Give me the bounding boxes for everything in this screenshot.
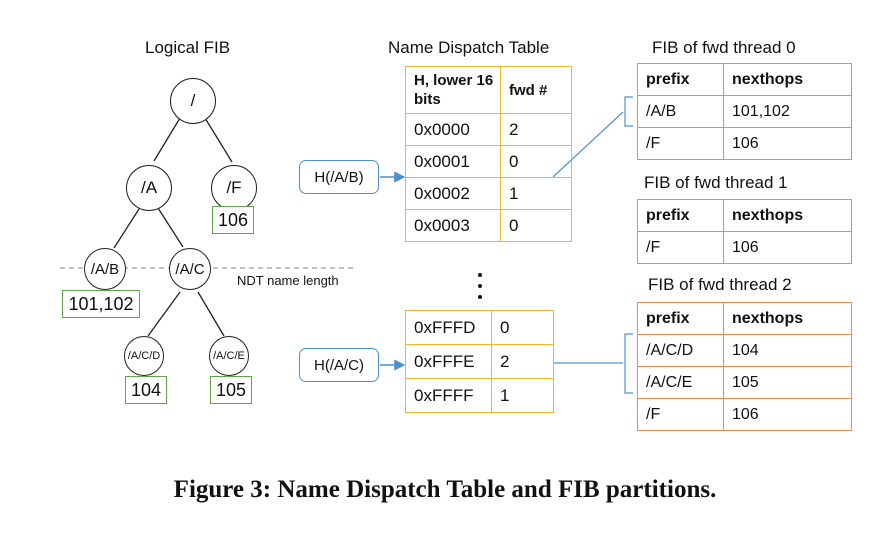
ndt-row: 0xFFFF 1	[405, 378, 554, 413]
node-a: /A	[126, 165, 172, 211]
fib-header-prefix: prefix	[637, 302, 724, 335]
hash-box-ac: H(/A/C)	[299, 348, 379, 382]
fib-prefix-cell: /F	[637, 127, 724, 160]
fib-nexthops-cell: 104	[723, 334, 852, 367]
ndt-table-top: H, lower 16 bits fwd # 0x0000 2 0x0001 0…	[405, 66, 572, 242]
fib2-bracket	[624, 333, 633, 394]
fib-row: /A/C/E 105	[637, 366, 852, 399]
ndt-hash-cell: 0xFFFD	[405, 310, 492, 345]
fib-row: /F 106	[637, 231, 852, 264]
ndt-hash-cell: 0x0002	[405, 177, 501, 210]
ndt-title: Name Dispatch Table	[388, 38, 550, 57]
fib-prefix-cell: /A/B	[637, 95, 724, 128]
node-ac: /A/C	[169, 248, 211, 290]
logical-fib-title: Logical FIB	[145, 38, 231, 57]
ndt-fwd-cell: 0	[500, 209, 572, 242]
fib1-table: prefix nexthops /F 106	[637, 199, 852, 264]
ndt-header-fwd: fwd #	[500, 66, 572, 114]
tree-edges	[113, 117, 233, 337]
fib-nexthops-cell: 106	[723, 398, 852, 431]
fib1-title: FIB of fwd thread 1	[644, 173, 788, 192]
nexthop-box-acd: 104	[125, 376, 167, 404]
fib0-table: prefix nexthops /A/B 101,102 /F 106	[637, 63, 852, 160]
ndt-fwd-cell: 0	[491, 310, 554, 345]
fib2-title: FIB of fwd thread 2	[648, 275, 792, 294]
ndt-hash-cell: 0x0003	[405, 209, 501, 242]
nexthop-box-ab: 101,102	[62, 290, 140, 318]
ndt-name-length-label: NDT name length	[237, 273, 339, 288]
ndt-hash-cell: 0xFFFE	[405, 344, 492, 379]
ndt-header-row: H, lower 16 bits fwd #	[405, 66, 572, 114]
ndt-header-hash: H, lower 16 bits	[405, 66, 501, 114]
ndt-fwd-cell: 0	[500, 145, 572, 178]
fib-nexthops-cell: 101,102	[723, 95, 852, 128]
fib-nexthops-cell: 106	[723, 127, 852, 160]
ndt-hash-cell: 0xFFFF	[405, 378, 492, 413]
ndt-fwd-cell: 1	[500, 177, 572, 210]
fib-header-nexthops: nexthops	[723, 63, 852, 96]
nexthop-box-f: 106	[212, 206, 254, 234]
ndt-row: 0x0002 1	[405, 177, 572, 210]
fib-row: /A/B 101,102	[637, 95, 852, 128]
fib-nexthops-cell: 105	[723, 366, 852, 399]
ndt-fwd-cell: 1	[491, 378, 554, 413]
ndt-row: 0xFFFD 0	[405, 310, 554, 345]
fib-header-nexthops: nexthops	[723, 199, 852, 232]
ndt-fwd-cell: 2	[491, 344, 554, 379]
fib-nexthops-cell: 106	[723, 231, 852, 264]
fib2-table: prefix nexthops /A/C/D 104 /A/C/E 105 /F…	[637, 302, 852, 431]
fib-prefix-cell: /A/C/D	[637, 334, 724, 367]
ndt-hash-cell: 0x0000	[405, 113, 501, 146]
fib0-title: FIB of fwd thread 0	[652, 38, 796, 57]
node-ace: /A/C/E	[209, 336, 249, 376]
ndt-row: 0xFFFE 2	[405, 344, 554, 379]
fib-header-row: prefix nexthops	[637, 199, 852, 232]
ndt-fwd-cell: 2	[500, 113, 572, 146]
fib-row: /A/C/D 104	[637, 334, 852, 367]
node-ab: /A/B	[84, 248, 126, 290]
ndt-row: 0x0000 2	[405, 113, 572, 146]
ndt-row: 0x0003 0	[405, 209, 572, 242]
fib-row: /F 106	[637, 398, 852, 431]
fib-prefix-cell: /F	[637, 231, 724, 264]
node-root: /	[170, 78, 216, 124]
fib-header-prefix: prefix	[637, 63, 724, 96]
nexthop-box-ace: 105	[210, 376, 252, 404]
fib-header-row: prefix nexthops	[637, 63, 852, 96]
fib-header-nexthops: nexthops	[723, 302, 852, 335]
figure-caption: Figure 3: Name Dispatch Table and FIB pa…	[173, 476, 717, 503]
fib-header-prefix: prefix	[637, 199, 724, 232]
fib-row: /F 106	[637, 127, 852, 160]
fib-header-row: prefix nexthops	[637, 302, 852, 335]
ndt-table-bottom: 0xFFFD 0 0xFFFE 2 0xFFFF 1	[405, 310, 554, 413]
node-f: /F	[211, 165, 257, 211]
fib-prefix-cell: /F	[637, 398, 724, 431]
hash-box-ab: H(/A/B)	[299, 160, 379, 194]
fib-prefix-cell: /A/C/E	[637, 366, 724, 399]
ndt-row: 0x0001 0	[405, 145, 572, 178]
ndt-hash-cell: 0x0001	[405, 145, 501, 178]
fib0-bracket	[624, 96, 633, 127]
node-acd: /A/C/D	[124, 336, 164, 376]
